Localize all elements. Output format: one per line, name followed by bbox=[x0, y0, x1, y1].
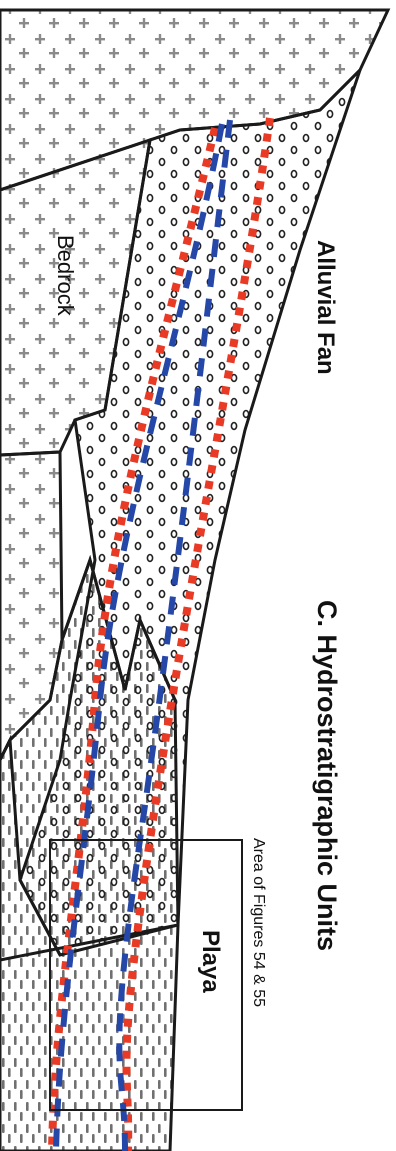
alluvial-fan-label: Alluvial Fan bbox=[312, 240, 339, 375]
bedrock-label: Bedrock bbox=[53, 235, 78, 317]
figure-title: C. Hydrostratigraphic Units bbox=[312, 600, 342, 951]
playa-label: Playa bbox=[197, 930, 224, 993]
inset-label: Area of Figures 54 & 55 bbox=[250, 838, 267, 1007]
